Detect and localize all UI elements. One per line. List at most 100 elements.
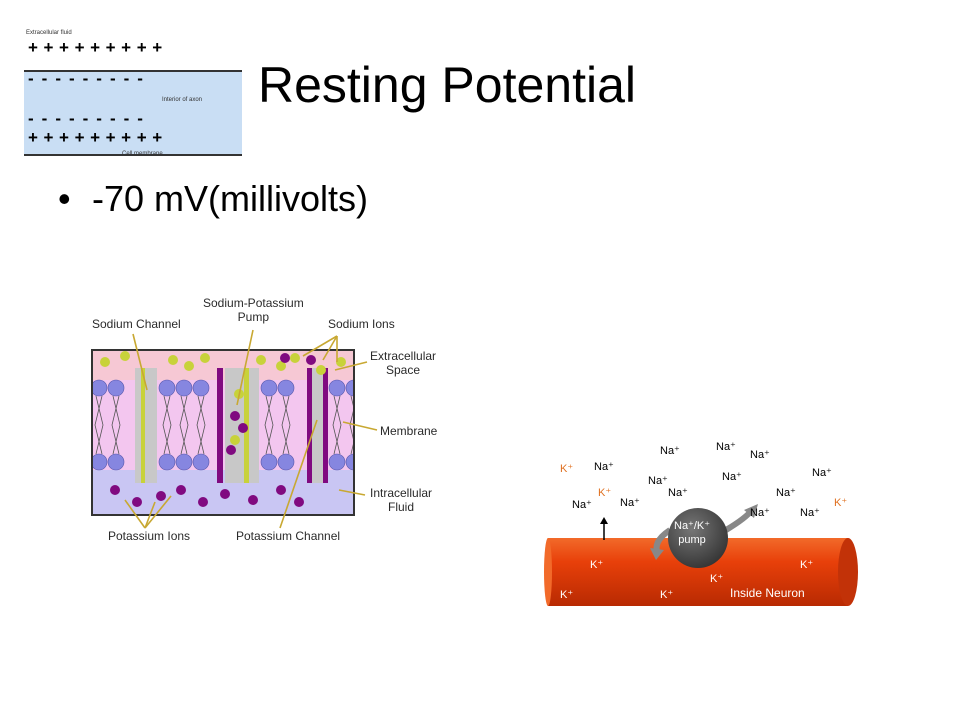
potassium-ion-dot — [176, 485, 186, 495]
sodium-ion: Na⁺ — [572, 499, 592, 511]
potassium-ions-label: Potassium Ions — [108, 529, 191, 543]
sodium-ion-dot — [200, 353, 210, 363]
slide-title: Resting Potential — [258, 57, 637, 113]
sodium-channel — [135, 368, 157, 483]
sodium-ions — [100, 351, 346, 445]
potassium-ion: K⁺ — [834, 497, 848, 509]
phospholipid-heads-top — [92, 379, 354, 397]
sodium-potassium-pump-label: Sodium-Potassium Pump — [203, 296, 304, 324]
extracellular-space-label: Extracellular Space — [370, 349, 437, 377]
potassium-ion-inside: K⁺ — [560, 589, 574, 601]
phospholipid-head — [192, 379, 210, 397]
sodium-ion: Na⁺ — [660, 445, 680, 457]
phospholipid-head — [158, 453, 176, 471]
potassium-ion-dot — [156, 491, 166, 501]
phospholipid-head — [277, 453, 295, 471]
phospholipid-head — [158, 379, 176, 397]
sodium-ion: Na⁺ — [812, 467, 832, 479]
sodium-ion: Na⁺ — [776, 487, 796, 499]
phospholipid-head — [277, 379, 295, 397]
sodium-ion: Na⁺ — [716, 441, 736, 453]
phospholipid-tail — [196, 395, 206, 455]
potassium-ion-dot — [294, 497, 304, 507]
interior-of-axon-label: Interior of axon — [162, 97, 203, 103]
sodium-ion-dot — [276, 361, 286, 371]
sodium-ion-dot — [184, 361, 194, 371]
phospholipid-head — [107, 453, 125, 471]
sodium-ion: Na⁺ — [722, 471, 742, 483]
potassium-ion-dot — [198, 497, 208, 507]
phospholipid-tail — [264, 395, 274, 455]
inner-minus-row-top: --------- — [28, 69, 151, 88]
phospholipid-head — [345, 453, 354, 471]
potassium-ion-dot — [280, 353, 290, 363]
label-pointers — [124, 329, 378, 529]
sodium-ions-label: Sodium Ions — [328, 317, 395, 331]
pump-label: Na⁺/K⁺ pump — [674, 520, 711, 546]
phospholipid-head — [92, 453, 108, 471]
axon-end-cap — [838, 538, 858, 606]
sodium-ion: Na⁺ — [750, 507, 770, 519]
phospholipid-head — [175, 379, 193, 397]
sodium-ion-dot — [290, 353, 300, 363]
potassium-channel — [309, 368, 327, 483]
outer-plus-row: +++++++++ — [28, 38, 168, 57]
membrane-cross-section-diagram — [91, 329, 378, 529]
cell-membrane-label: Cell membrane — [122, 151, 163, 157]
phospholipid-tail — [281, 395, 291, 455]
sodium-channel-label: Sodium Channel — [92, 317, 181, 331]
phospholipid-tail — [332, 395, 342, 455]
potassium-ion-dot — [220, 489, 230, 499]
sodium-ion: Na⁺ — [594, 461, 614, 473]
phospholipid-tail — [162, 395, 172, 455]
sodium-ion-dot — [168, 355, 178, 365]
potassium-ion-inside: K⁺ — [590, 559, 604, 571]
phospholipid-head — [175, 453, 193, 471]
potassium-ion-dot — [306, 355, 316, 365]
potassium-ion-dot — [132, 497, 142, 507]
bullet-text: -70 mV(millivolts) — [92, 178, 369, 219]
sodium-ion-dot — [230, 435, 240, 445]
sodium-ion-dot — [256, 355, 266, 365]
bullet-symbol: • — [58, 178, 71, 219]
potassium-ion-dot — [276, 485, 286, 495]
potassium-ion-dot — [238, 423, 248, 433]
phospholipid-head — [328, 379, 346, 397]
potassium-channel-label: Potassium Channel — [236, 529, 341, 543]
phospholipid-head — [260, 453, 278, 471]
phospholipid-tail — [94, 395, 104, 455]
phospholipid-head — [107, 379, 125, 397]
sodium-ion: Na⁺ — [800, 507, 820, 519]
phospholipid-heads-bottom — [92, 453, 354, 471]
sodium-ion: Na⁺ — [648, 475, 668, 487]
potassium-ion: K⁺ — [560, 463, 574, 475]
phospholipid-tail — [111, 395, 121, 455]
phospholipid-head — [260, 379, 278, 397]
inner-minus-row-bottom: --------- — [28, 109, 151, 128]
potassium-ion-dot — [230, 411, 240, 421]
outer-plus-row-bottom: +++++++++ — [28, 128, 168, 147]
potassium-ion-dot — [248, 495, 258, 505]
axon-interior-band — [24, 70, 242, 156]
bullet-item: • -70 mV(millivolts) — [58, 178, 368, 220]
potassium-ions — [110, 353, 316, 507]
sodium-ion-dot — [316, 365, 326, 375]
phospholipid-head — [192, 453, 210, 471]
potassium-ion: K⁺ — [598, 487, 612, 499]
potassium-ion-inside: K⁺ — [800, 559, 814, 571]
intracellular-fluid-label: Intracellular Fluid — [370, 486, 433, 514]
sodium-ion: Na⁺ — [750, 449, 770, 461]
extracellular-fluid-label: Extracellular fluid — [26, 30, 72, 36]
potassium-ion-dot — [226, 445, 236, 455]
pump-icon — [668, 508, 728, 568]
potassium-ion-dot — [110, 485, 120, 495]
inside-neuron-label: Inside Neuron — [730, 586, 805, 600]
potassium-ion-inside: K⁺ — [710, 573, 724, 585]
membrane-charge-icon: Extracellular fluid +++++++++ --------- … — [24, 30, 242, 158]
phospholipid-head — [328, 453, 346, 471]
neuron-pump-diagram: Na⁺/K⁺ pump Inside Neuron Na⁺ Na⁺ Na⁺ Na… — [540, 430, 860, 615]
sodium-ion: Na⁺ — [620, 497, 640, 509]
phospholipid-tail — [179, 395, 189, 455]
sodium-ion: Na⁺ — [668, 487, 688, 499]
potassium-ion-inside: K⁺ — [660, 589, 674, 601]
